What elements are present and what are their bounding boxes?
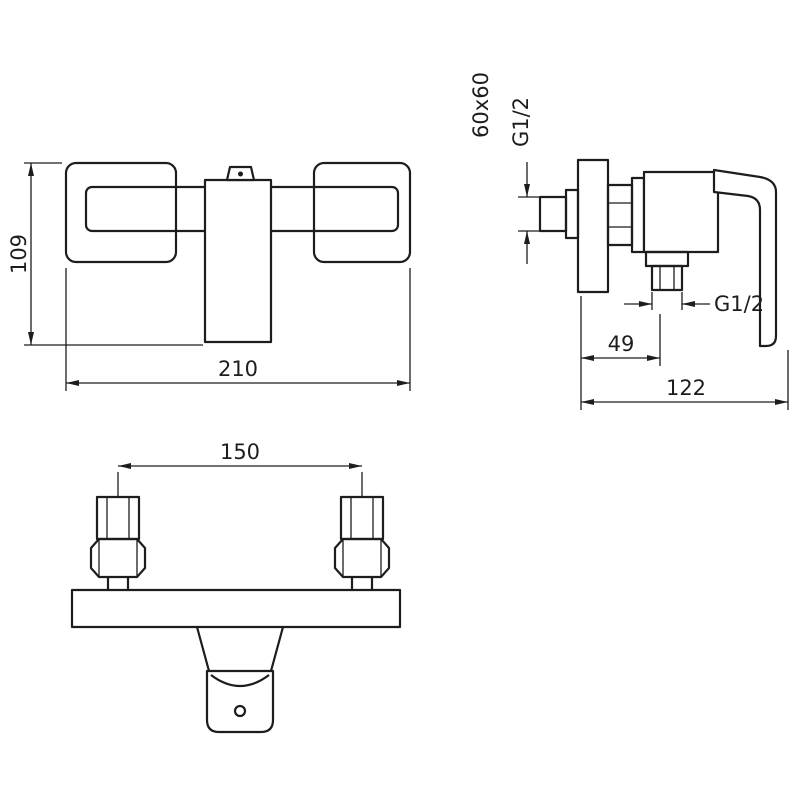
side-outlet-collar <box>644 250 690 268</box>
side-inlet-thread-label: G1/2 <box>509 97 533 147</box>
plan-left-inlet <box>89 495 147 590</box>
plan-body-bar <box>70 588 402 629</box>
side-depth-dimension-label: 122 <box>666 376 706 400</box>
front-height-dimension: 109 <box>7 162 203 346</box>
side-depth-dimension: 122 <box>581 350 789 410</box>
side-inlet-thread-dimension: G1/2 <box>509 97 540 264</box>
plan-left-inlet-nut <box>89 537 147 579</box>
side-outlet-thread <box>650 264 684 292</box>
side-body <box>642 170 720 254</box>
side-flange-size-label: 60x60 <box>469 72 493 138</box>
side-offset-dimension: 49 <box>580 296 661 410</box>
side-outlet-thread-label: G1/2 <box>714 292 764 316</box>
front-left-flange <box>64 161 178 264</box>
side-outlet-thread-dimension: G1/2 <box>624 292 764 316</box>
side-inlet-union <box>538 195 568 233</box>
plan-spout-aerator <box>233 704 247 718</box>
front-height-dimension-label: 109 <box>7 234 31 274</box>
side-view: 60x60 G1/2 G1/2 49 122 <box>469 72 789 410</box>
plan-left-inlet-square <box>95 495 141 541</box>
plan-right-inlet <box>333 495 391 590</box>
plan-spout-transition-line <box>195 626 211 672</box>
side-handle <box>712 168 778 348</box>
front-width-dimension-label: 210 <box>218 357 258 381</box>
plan-spacing-dimension: 150 <box>117 440 363 496</box>
plan-right-inlet-square <box>339 495 385 541</box>
front-handle-screw <box>238 171 243 177</box>
side-wall-flange <box>576 158 610 294</box>
plan-spacing-dimension-label: 150 <box>220 440 260 464</box>
front-view: 109 210 <box>7 161 412 391</box>
plan-spout-transition-line <box>269 626 285 672</box>
side-nut <box>606 183 634 247</box>
side-ring <box>630 176 646 254</box>
plan-spout-lip-curve <box>210 674 270 687</box>
side-offset-dimension-label: 49 <box>608 332 635 356</box>
front-right-flange <box>312 161 412 264</box>
side-inlet-ring <box>564 188 580 240</box>
plan-spout-body <box>205 669 275 734</box>
plan-view: 150 <box>70 440 402 734</box>
plan-right-inlet-nut <box>333 537 391 579</box>
front-width-dimension: 210 <box>65 268 411 391</box>
front-mixer-body <box>203 178 273 344</box>
